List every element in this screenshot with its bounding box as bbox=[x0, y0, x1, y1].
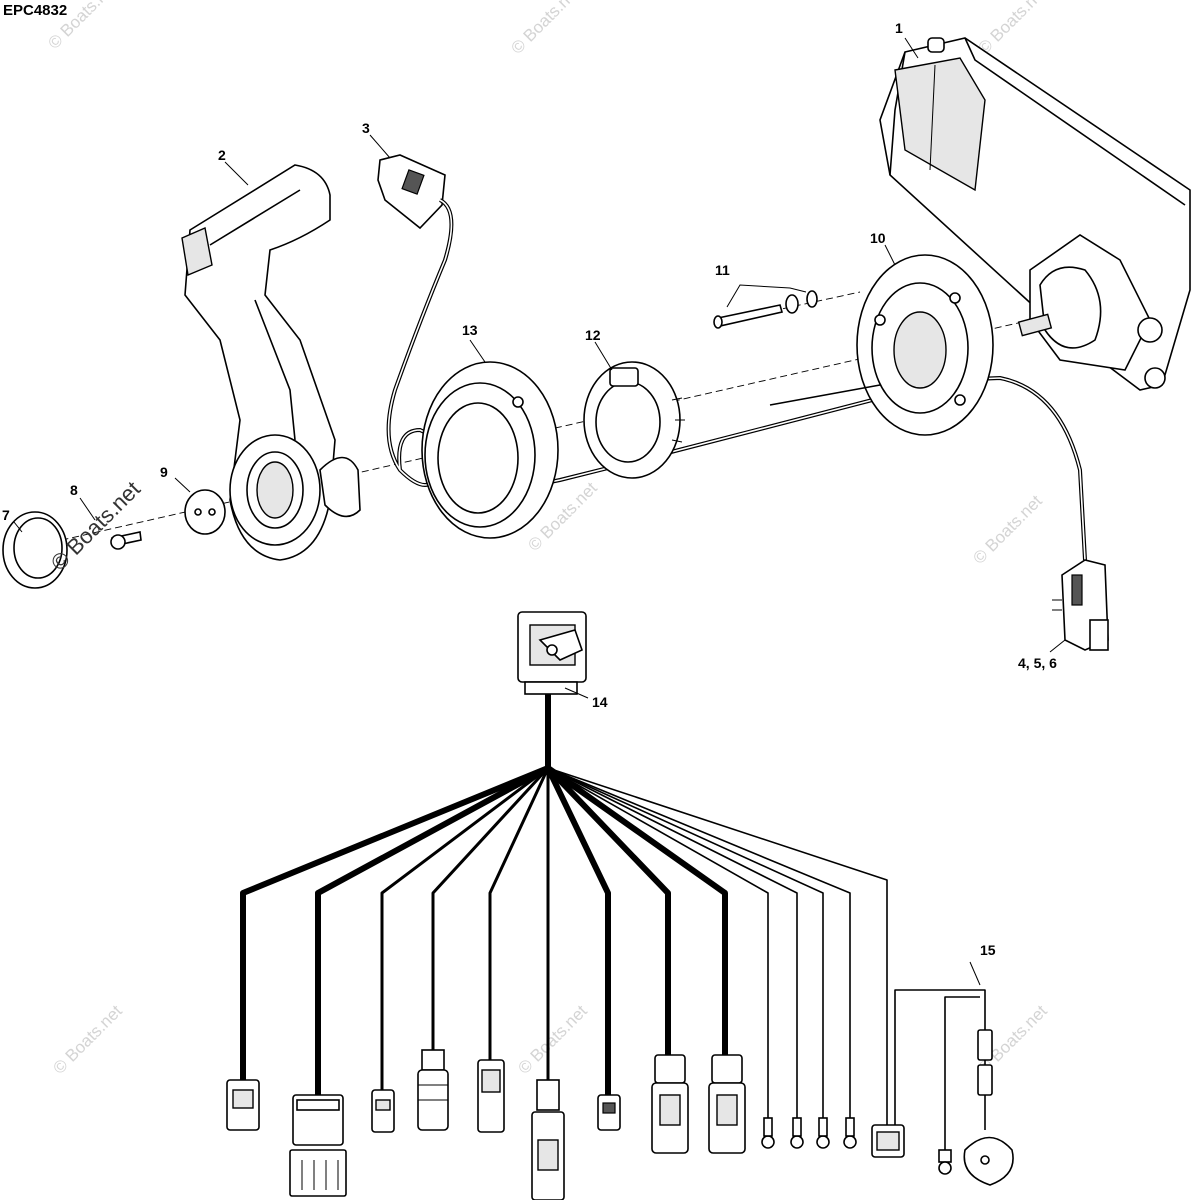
bezel-ring: 13 bbox=[421, 322, 559, 539]
callout-15: 15 bbox=[980, 942, 996, 958]
connector-c bbox=[371, 1089, 395, 1133]
callout-10: 10 bbox=[870, 230, 886, 246]
detent-ring: 12 bbox=[583, 327, 685, 479]
watermark: © Boats.net bbox=[974, 0, 1051, 58]
connector-f bbox=[536, 1079, 560, 1111]
callout-11: 11 bbox=[715, 262, 730, 278]
callout-2: 2 bbox=[218, 147, 226, 163]
callout-1: 1 bbox=[895, 20, 903, 36]
sub-harness: 15 bbox=[894, 942, 1014, 1186]
control-housing: 1 bbox=[879, 20, 1191, 391]
connector-h bbox=[654, 1054, 686, 1084]
ring-terminal bbox=[761, 1135, 775, 1149]
ring-terminal bbox=[816, 1135, 830, 1149]
ring-terminal bbox=[790, 1135, 804, 1149]
connector-i bbox=[711, 1054, 743, 1084]
screw-set: 11 bbox=[713, 262, 818, 329]
watermark: © Boats.net bbox=[514, 1001, 591, 1078]
watermark: © Boats.net bbox=[44, 0, 121, 53]
cap-screw-washer: 7 8 9 © Boats.net bbox=[2, 464, 226, 589]
callout-13: 13 bbox=[462, 322, 478, 338]
wiring-harness: 14 bbox=[226, 611, 905, 1200]
diagram-code: EPC4832 bbox=[3, 2, 68, 19]
callout-4-5-6: 4, 5, 6 bbox=[1018, 655, 1057, 671]
mounting-plate: 10 bbox=[769, 230, 994, 436]
callout-7: 7 bbox=[2, 507, 10, 523]
callout-8: 8 bbox=[70, 482, 78, 498]
ring-terminal bbox=[843, 1135, 857, 1149]
watermark: © Boats.net bbox=[507, 0, 584, 58]
callout-14: 14 bbox=[592, 694, 608, 710]
connector-d bbox=[421, 1049, 445, 1071]
callout-9: 9 bbox=[160, 464, 168, 480]
callout-12: 12 bbox=[585, 327, 601, 343]
control-lever: 2 bbox=[181, 147, 361, 561]
watermark: © Boats.net bbox=[969, 491, 1046, 568]
cable-plug: 4, 5, 6 bbox=[1018, 559, 1109, 671]
watermark: © Boats.net bbox=[49, 1001, 126, 1078]
sensor-with-cable: 3 bbox=[362, 120, 1087, 561]
callout-3: 3 bbox=[362, 120, 370, 136]
